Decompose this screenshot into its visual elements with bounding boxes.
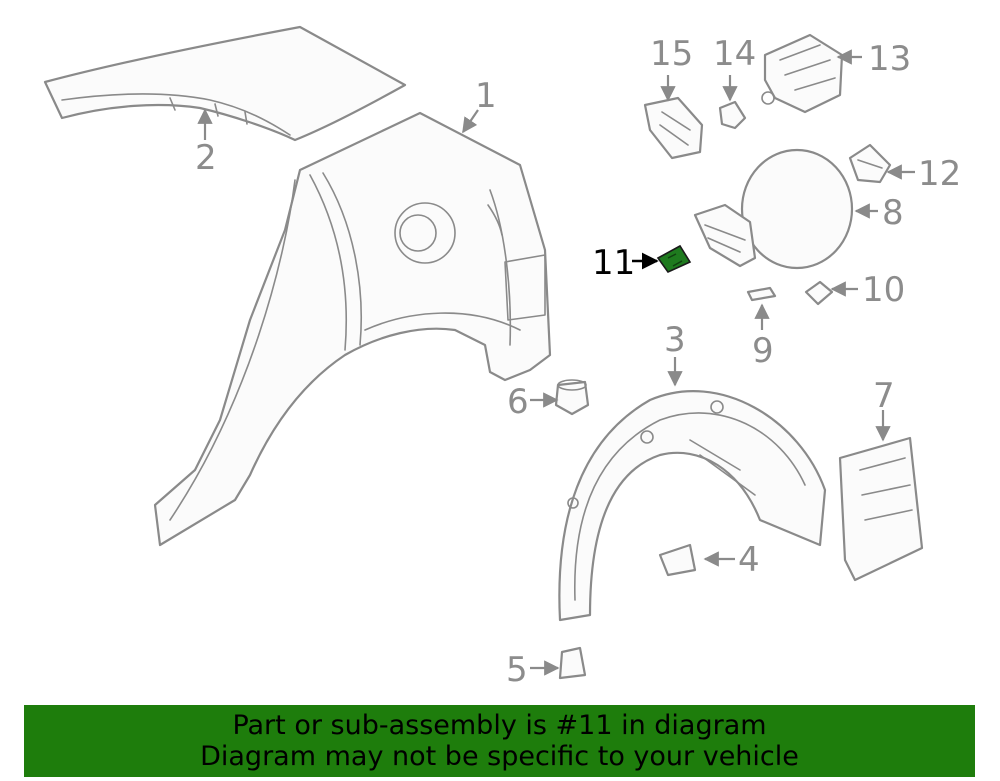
banner-line-2: Diagram may not be specific to your vehi… [200, 741, 799, 772]
part-14-clip[interactable] [718, 100, 747, 130]
callout-5: 5 [506, 650, 528, 690]
callout-2: 2 [195, 138, 217, 178]
part-3-wheelhouse-liner[interactable] [558, 390, 827, 622]
callout-14: 14 [713, 34, 756, 74]
part-11-highlighted[interactable] [656, 244, 692, 274]
callout-12: 12 [918, 154, 961, 194]
callout-6: 6 [507, 382, 529, 422]
part-13-actuator[interactable] [761, 33, 844, 114]
part-15-bracket[interactable] [643, 96, 704, 160]
banner-line-1: Part or sub-assembly is #11 in diagram [232, 710, 767, 741]
info-banner: Part or sub-assembly is #11 in diagram D… [24, 705, 975, 777]
part-6-nut[interactable] [554, 379, 590, 416]
part-10-clip[interactable] [804, 280, 834, 306]
part-8-fuel-door[interactable] [693, 148, 854, 270]
part-1-quarter-panel[interactable] [153, 111, 552, 547]
callout-4: 4 [738, 540, 760, 580]
callout-9: 9 [752, 331, 774, 371]
part-5-fastener[interactable] [558, 646, 587, 680]
callout-11: 11 [592, 243, 635, 283]
callout-1: 1 [475, 76, 497, 116]
callout-15: 15 [650, 34, 693, 74]
callout-13: 13 [868, 39, 911, 79]
callout-10: 10 [862, 270, 905, 310]
callout-3: 3 [664, 320, 686, 360]
callout-8: 8 [882, 193, 904, 233]
leader-1 [462, 109, 479, 134]
part-7-cover[interactable] [838, 436, 924, 582]
callout-7: 7 [873, 376, 895, 416]
part-9-screw[interactable] [746, 286, 777, 302]
part-2-roof-rail[interactable] [43, 25, 407, 142]
part-4-clip[interactable] [658, 543, 697, 577]
part-12-housing[interactable] [848, 143, 892, 184]
